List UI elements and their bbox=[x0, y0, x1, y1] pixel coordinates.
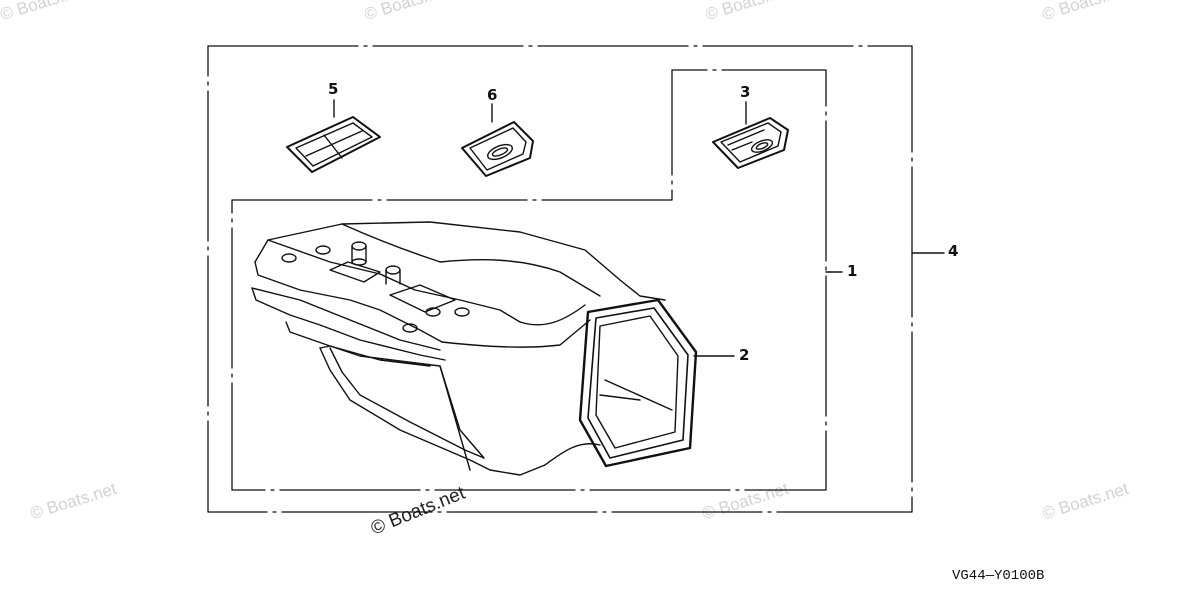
callout-6: 6 bbox=[487, 86, 498, 104]
part-5-label bbox=[286, 116, 381, 173]
diagram-code: VG44—Y0100B bbox=[952, 568, 1045, 584]
callout-1: 1 bbox=[847, 262, 858, 280]
callout-3: 3 bbox=[740, 83, 751, 101]
part-6-emblem bbox=[461, 121, 534, 177]
callout-5: 5 bbox=[328, 80, 339, 98]
callout-2: 2 bbox=[739, 346, 750, 364]
part-3-emblem bbox=[712, 117, 789, 169]
assembly-inner-border bbox=[231, 69, 827, 491]
part-2-duct bbox=[251, 221, 698, 476]
callout-4: 4 bbox=[948, 242, 959, 260]
kit-outer-border bbox=[207, 45, 913, 513]
